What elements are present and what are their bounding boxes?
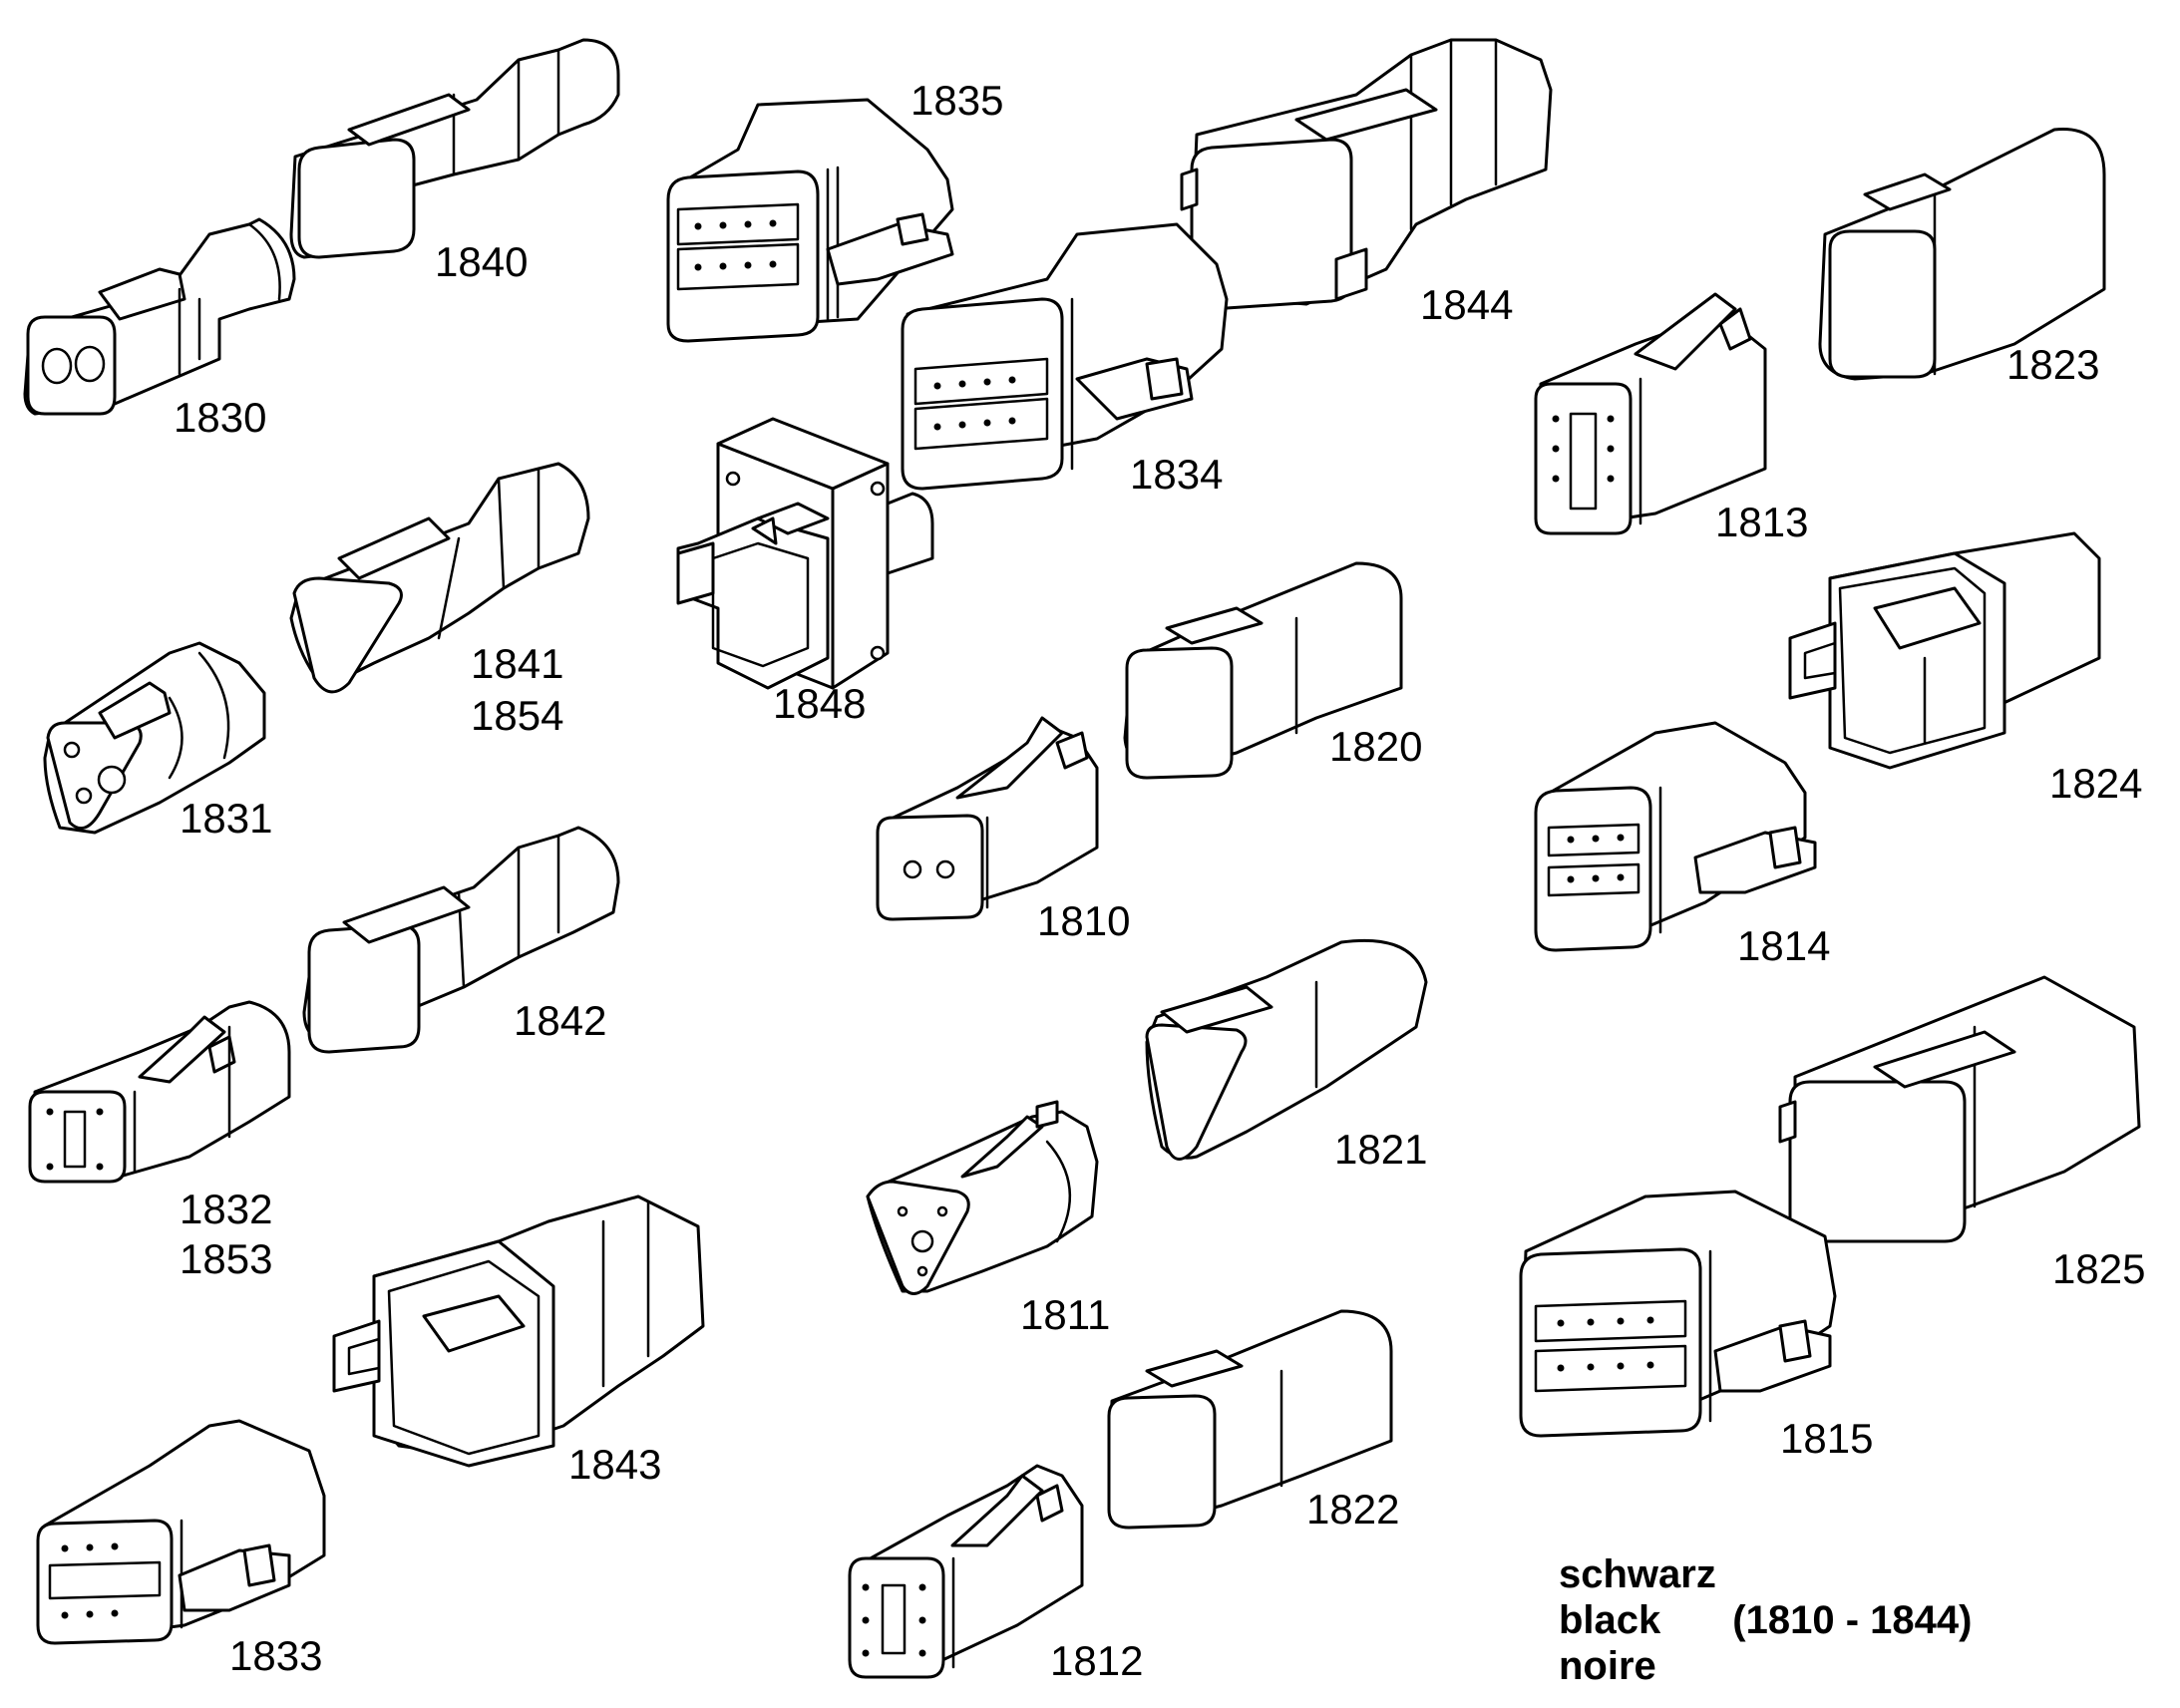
- label-1814: 1814: [1737, 922, 1831, 969]
- connector-1830: [23, 217, 296, 416]
- connector-1842: [302, 826, 620, 1054]
- connector-1822: [1107, 1309, 1393, 1530]
- connector-1821: [1145, 938, 1428, 1161]
- connector-1812: [848, 1464, 1084, 1679]
- label-1833: 1833: [229, 1632, 323, 1679]
- label-1841: 1841: [471, 640, 564, 687]
- label-1821: 1821: [1334, 1126, 1428, 1173]
- connector-1815: [1519, 1190, 1837, 1438]
- label-1830: 1830: [174, 394, 267, 441]
- legend-french: noire: [1559, 1644, 1656, 1688]
- label-1840: 1840: [435, 238, 529, 285]
- connector-1840: [289, 38, 620, 259]
- label-1843: 1843: [568, 1441, 662, 1488]
- label-1842: 1842: [514, 997, 607, 1044]
- label-1831: 1831: [180, 795, 273, 842]
- connector-1811: [866, 1100, 1099, 1295]
- label-1815: 1815: [1780, 1415, 1874, 1462]
- connector-1848: [676, 417, 934, 690]
- connector-1824: [1788, 531, 2101, 770]
- connector-1844: [1180, 38, 1553, 311]
- legend-english: black: [1559, 1598, 1661, 1642]
- label-1820: 1820: [1329, 723, 1423, 770]
- label-1844: 1844: [1420, 281, 1514, 328]
- connector-1831: [43, 641, 266, 835]
- connector-1843: [332, 1195, 705, 1468]
- legend-german: schwarz: [1559, 1552, 1716, 1596]
- label-1811: 1811: [1020, 1291, 1111, 1338]
- label-1822: 1822: [1306, 1486, 1400, 1533]
- connector-1814: [1534, 721, 1817, 952]
- legend-range: (1810 - 1844): [1732, 1598, 1973, 1642]
- label-1824: 1824: [2049, 760, 2143, 807]
- connector-1835: [666, 98, 954, 343]
- label-1854: 1854: [471, 692, 564, 739]
- label-1823: 1823: [2006, 341, 2100, 388]
- connector-1834: [901, 222, 1229, 491]
- connector-1813: [1534, 292, 1767, 535]
- connector-1841: [289, 462, 590, 694]
- label-group-1832-1853: 1832 1853: [180, 1189, 272, 1280]
- connector-1825: [1778, 975, 2141, 1243]
- label-1832: 1832: [180, 1186, 273, 1232]
- label-1835: 1835: [910, 77, 1004, 124]
- connector-1823: [1818, 128, 2106, 381]
- label-1812: 1812: [1050, 1637, 1144, 1684]
- label-1853: 1853: [180, 1235, 273, 1282]
- label-1825: 1825: [2052, 1245, 2146, 1292]
- connector-1832: [28, 1000, 291, 1184]
- label-1834: 1834: [1130, 451, 1224, 498]
- connector-1820: [1123, 561, 1403, 780]
- connector-1810: [876, 716, 1099, 921]
- label-1813: 1813: [1715, 499, 1809, 545]
- connector-1833: [36, 1419, 326, 1645]
- label-group-1841-1854: 1841 1854: [471, 643, 563, 737]
- label-1848: 1848: [773, 680, 867, 727]
- label-1810: 1810: [1037, 897, 1131, 944]
- color-legend: schwarz black (1810 - 1844) noire: [1559, 1551, 1972, 1689]
